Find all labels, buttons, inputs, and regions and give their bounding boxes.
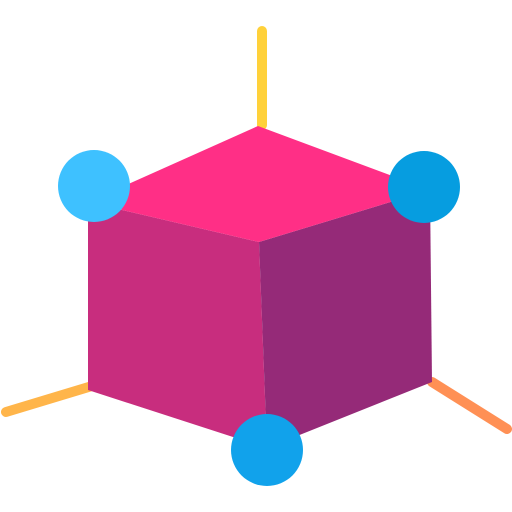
cube-left-face: [88, 202, 267, 448]
axis-line-right: [427, 377, 512, 434]
vertex-node-left: [58, 150, 130, 222]
vertex-node-bottom: [231, 414, 303, 486]
cube-right-face: [259, 190, 432, 448]
cube-top-face: [88, 126, 430, 242]
vertex-node-right: [388, 151, 460, 223]
axis-line-left: [1, 381, 97, 417]
